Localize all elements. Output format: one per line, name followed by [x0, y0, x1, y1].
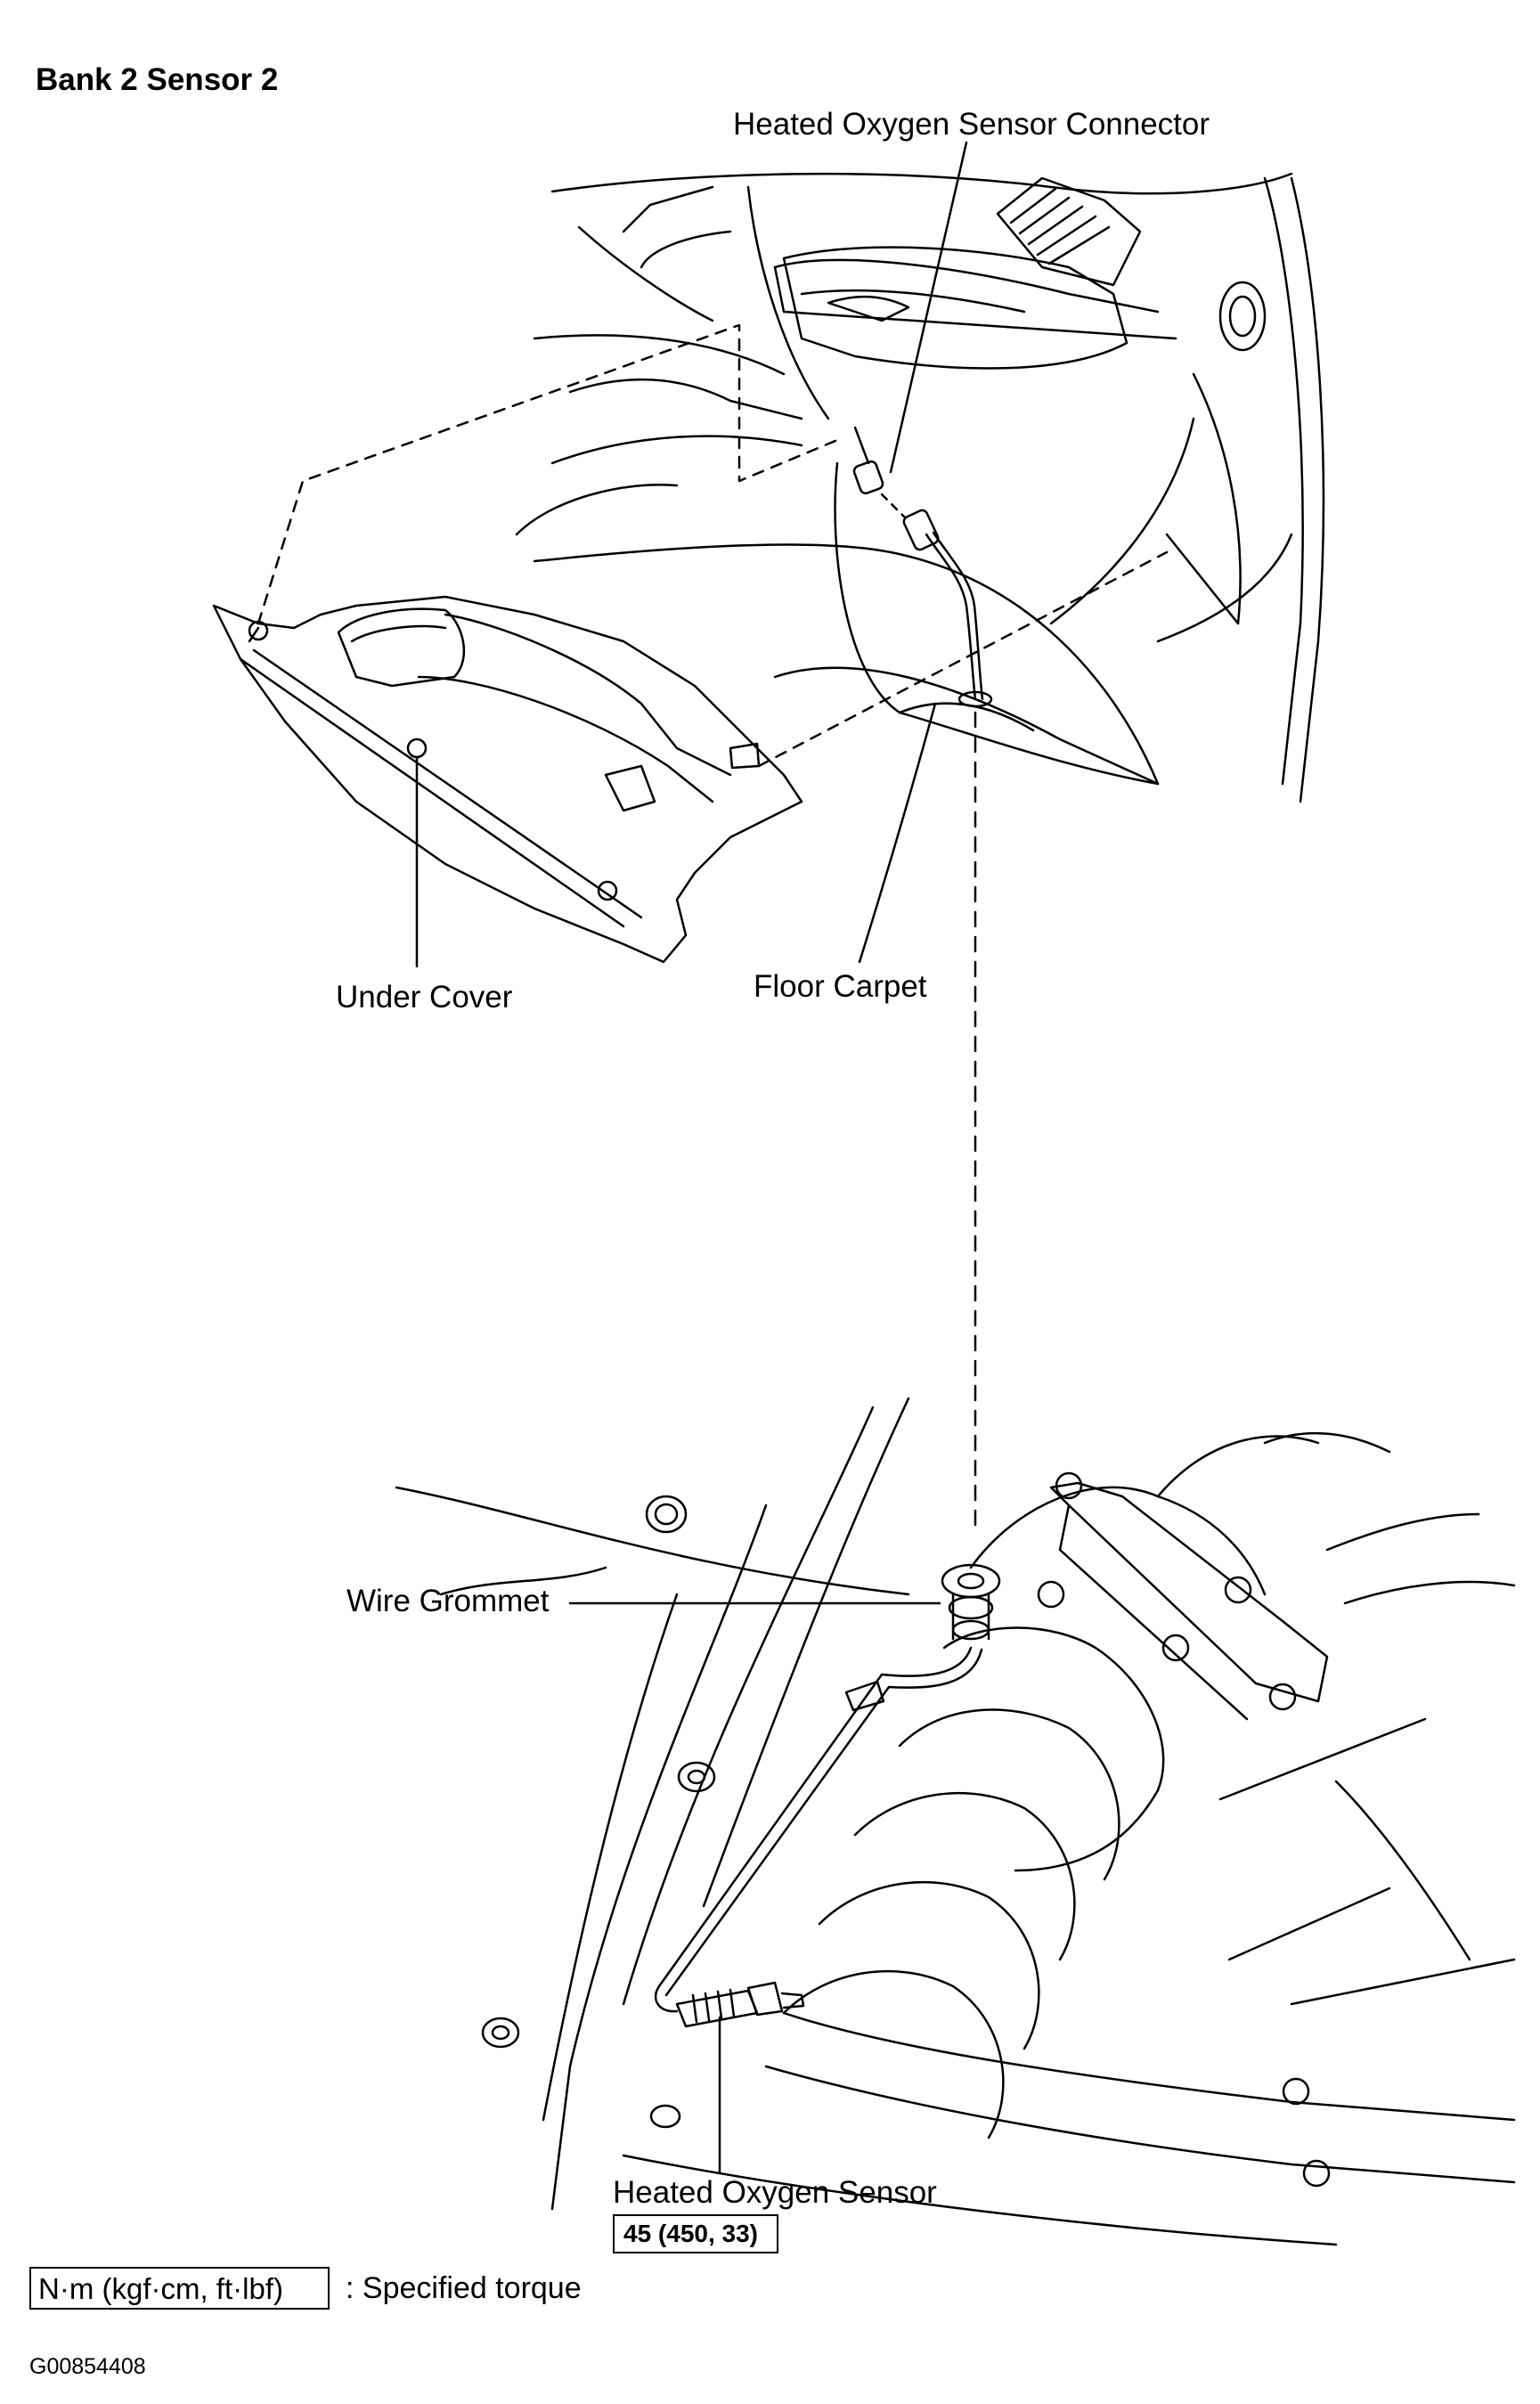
leader-connector: [889, 141, 968, 474]
torque-value: 45 (450, 33): [623, 2220, 758, 2247]
label-under-cover: Under Cover: [336, 980, 513, 1015]
diagram-title: Bank 2 Sensor 2: [36, 62, 279, 97]
label-heated-oxygen-sensor: Heated Oxygen Sensor: [613, 2175, 937, 2210]
underbody-view: [395, 1397, 1516, 2246]
label-wire-grommet: Wire Grommet: [346, 1584, 550, 1618]
figure-code: G00854408: [29, 2354, 146, 2379]
oxygen-sensor-shape: [675, 1981, 805, 2028]
torque-box: 45 (450, 33): [613, 2214, 778, 2253]
dashed-guides: [257, 323, 1169, 768]
label-floor-carpet: Floor Carpet: [754, 969, 927, 1004]
legend-units: N·m (kgf·cm, ft·lbf): [38, 2272, 283, 2305]
under-cover-shape: [212, 595, 803, 964]
legend-units-box: N·m (kgf·cm, ft·lbf): [29, 2267, 330, 2310]
label-heated-oxygen-sensor-connector: Heated Oxygen Sensor Connector: [733, 107, 1210, 142]
leader-floor-carpet: [858, 702, 937, 964]
connector-shape: [852, 426, 940, 551]
legend-text: : Specified torque: [346, 2271, 582, 2305]
interior-view: [212, 141, 1325, 968]
wire-grommet-shape: [941, 1563, 1001, 1641]
